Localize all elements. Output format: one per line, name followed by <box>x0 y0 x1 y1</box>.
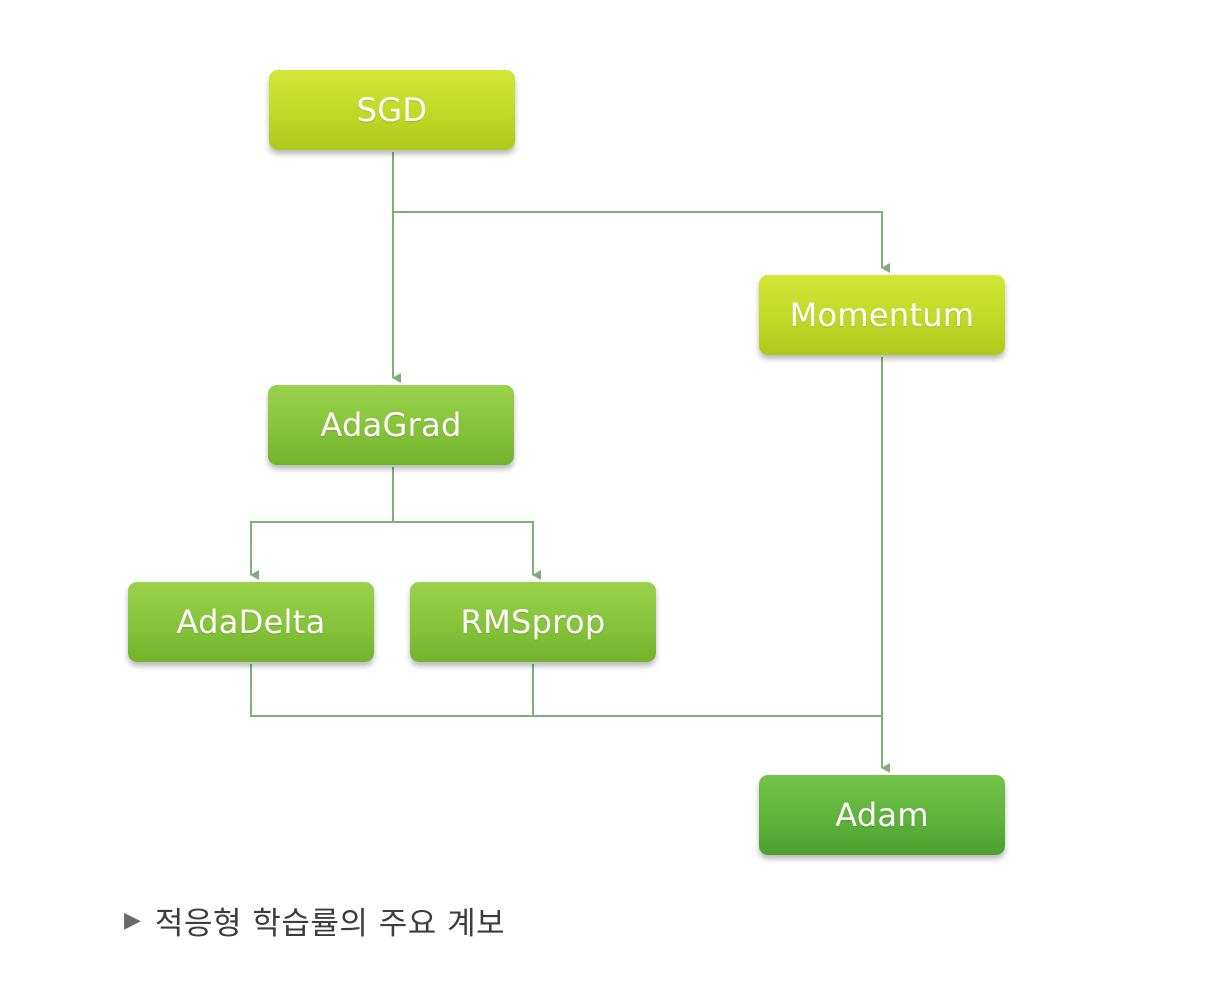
node-rmsprop: RMSprop <box>410 582 656 662</box>
node-adadelta-label: AdaDelta <box>176 603 326 641</box>
node-adagrad-label: AdaGrad <box>320 406 462 444</box>
edge-adagrad-adadelta <box>250 467 394 580</box>
edge-adadelta-adam <box>250 664 882 717</box>
node-momentum: Momentum <box>759 275 1005 355</box>
triangle-bullet-icon: ▶ <box>124 908 141 933</box>
node-sgd: SGD <box>269 70 515 150</box>
node-adagrad: AdaGrad <box>268 385 514 465</box>
node-sgd-label: SGD <box>356 91 428 129</box>
node-rmsprop-label: RMSprop <box>460 603 606 641</box>
node-adadelta: AdaDelta <box>128 582 374 662</box>
caption-text: 적응형 학습률의 주요 계보 <box>154 906 506 942</box>
edge-sgd-momentum <box>393 211 890 273</box>
node-adam: Adam <box>759 775 1005 855</box>
node-momentum-label: Momentum <box>789 296 975 334</box>
node-adam-label: Adam <box>835 796 929 834</box>
figure-caption: ▶ 적응형 학습률의 주요 계보 <box>124 898 505 943</box>
edge-adagrad-rmsprop <box>393 521 541 580</box>
